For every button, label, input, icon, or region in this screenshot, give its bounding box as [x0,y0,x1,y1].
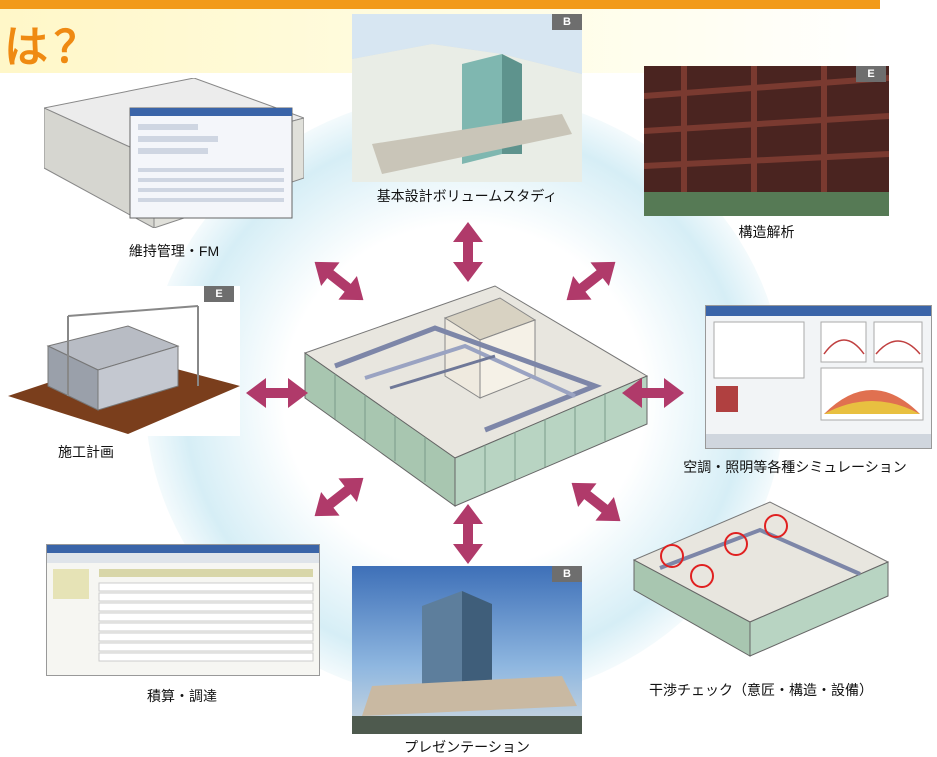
structure-image [644,66,889,216]
caption-structure: 構造解析 [738,224,795,240]
arrow-top-right [566,261,616,301]
arrow-bottom [453,504,483,564]
caption-volume-study: 基本設計ボリュームスタディ [376,188,558,204]
node-fm: 維持管理・FM [44,78,304,263]
badge-b: B [552,566,582,582]
fm-image [44,78,304,228]
node-estimate: 積算・調達 [46,544,320,709]
arrow-bottom-left [314,477,364,517]
node-presentation: B プレゼンテーション [352,566,582,756]
simulation-image [705,305,932,449]
volume-study-image [352,14,582,182]
clash-check-image [630,490,892,660]
badge-e: E [204,286,234,302]
node-structure: E 構造解析 [644,66,889,246]
caption-presentation: プレゼンテーション [404,739,530,755]
badge-b: B [552,14,582,30]
presentation-image [352,566,582,734]
badge-e: E [856,66,886,82]
arrow-top-left [314,261,364,301]
caption-clash-check: 干渉チェック（意匠・構造・設備） [649,682,873,698]
caption-fm: 維持管理・FM [128,243,220,259]
estimate-image [46,544,320,676]
node-simulation: 空調・照明等各種シミュレーション [655,305,935,480]
arrow-left [246,378,308,408]
caption-construction-plan: 施工計画 [58,444,114,460]
construction-plan-image [8,286,240,436]
arrow-right [622,378,684,408]
center-model-image [295,258,655,518]
arrow-bottom-right [571,482,621,522]
caption-simulation: 空調・照明等各種シミュレーション [683,459,907,475]
node-construction-plan: E 施工計画 [8,286,240,466]
page-title: は？ [4,22,104,73]
node-clash-check: 干渉チェック（意匠・構造・設備） [630,490,892,698]
caption-estimate: 積算・調達 [147,688,217,704]
node-volume-study: B 基本設計ボリュームスタディ [352,14,582,219]
arrow-top [453,222,483,282]
